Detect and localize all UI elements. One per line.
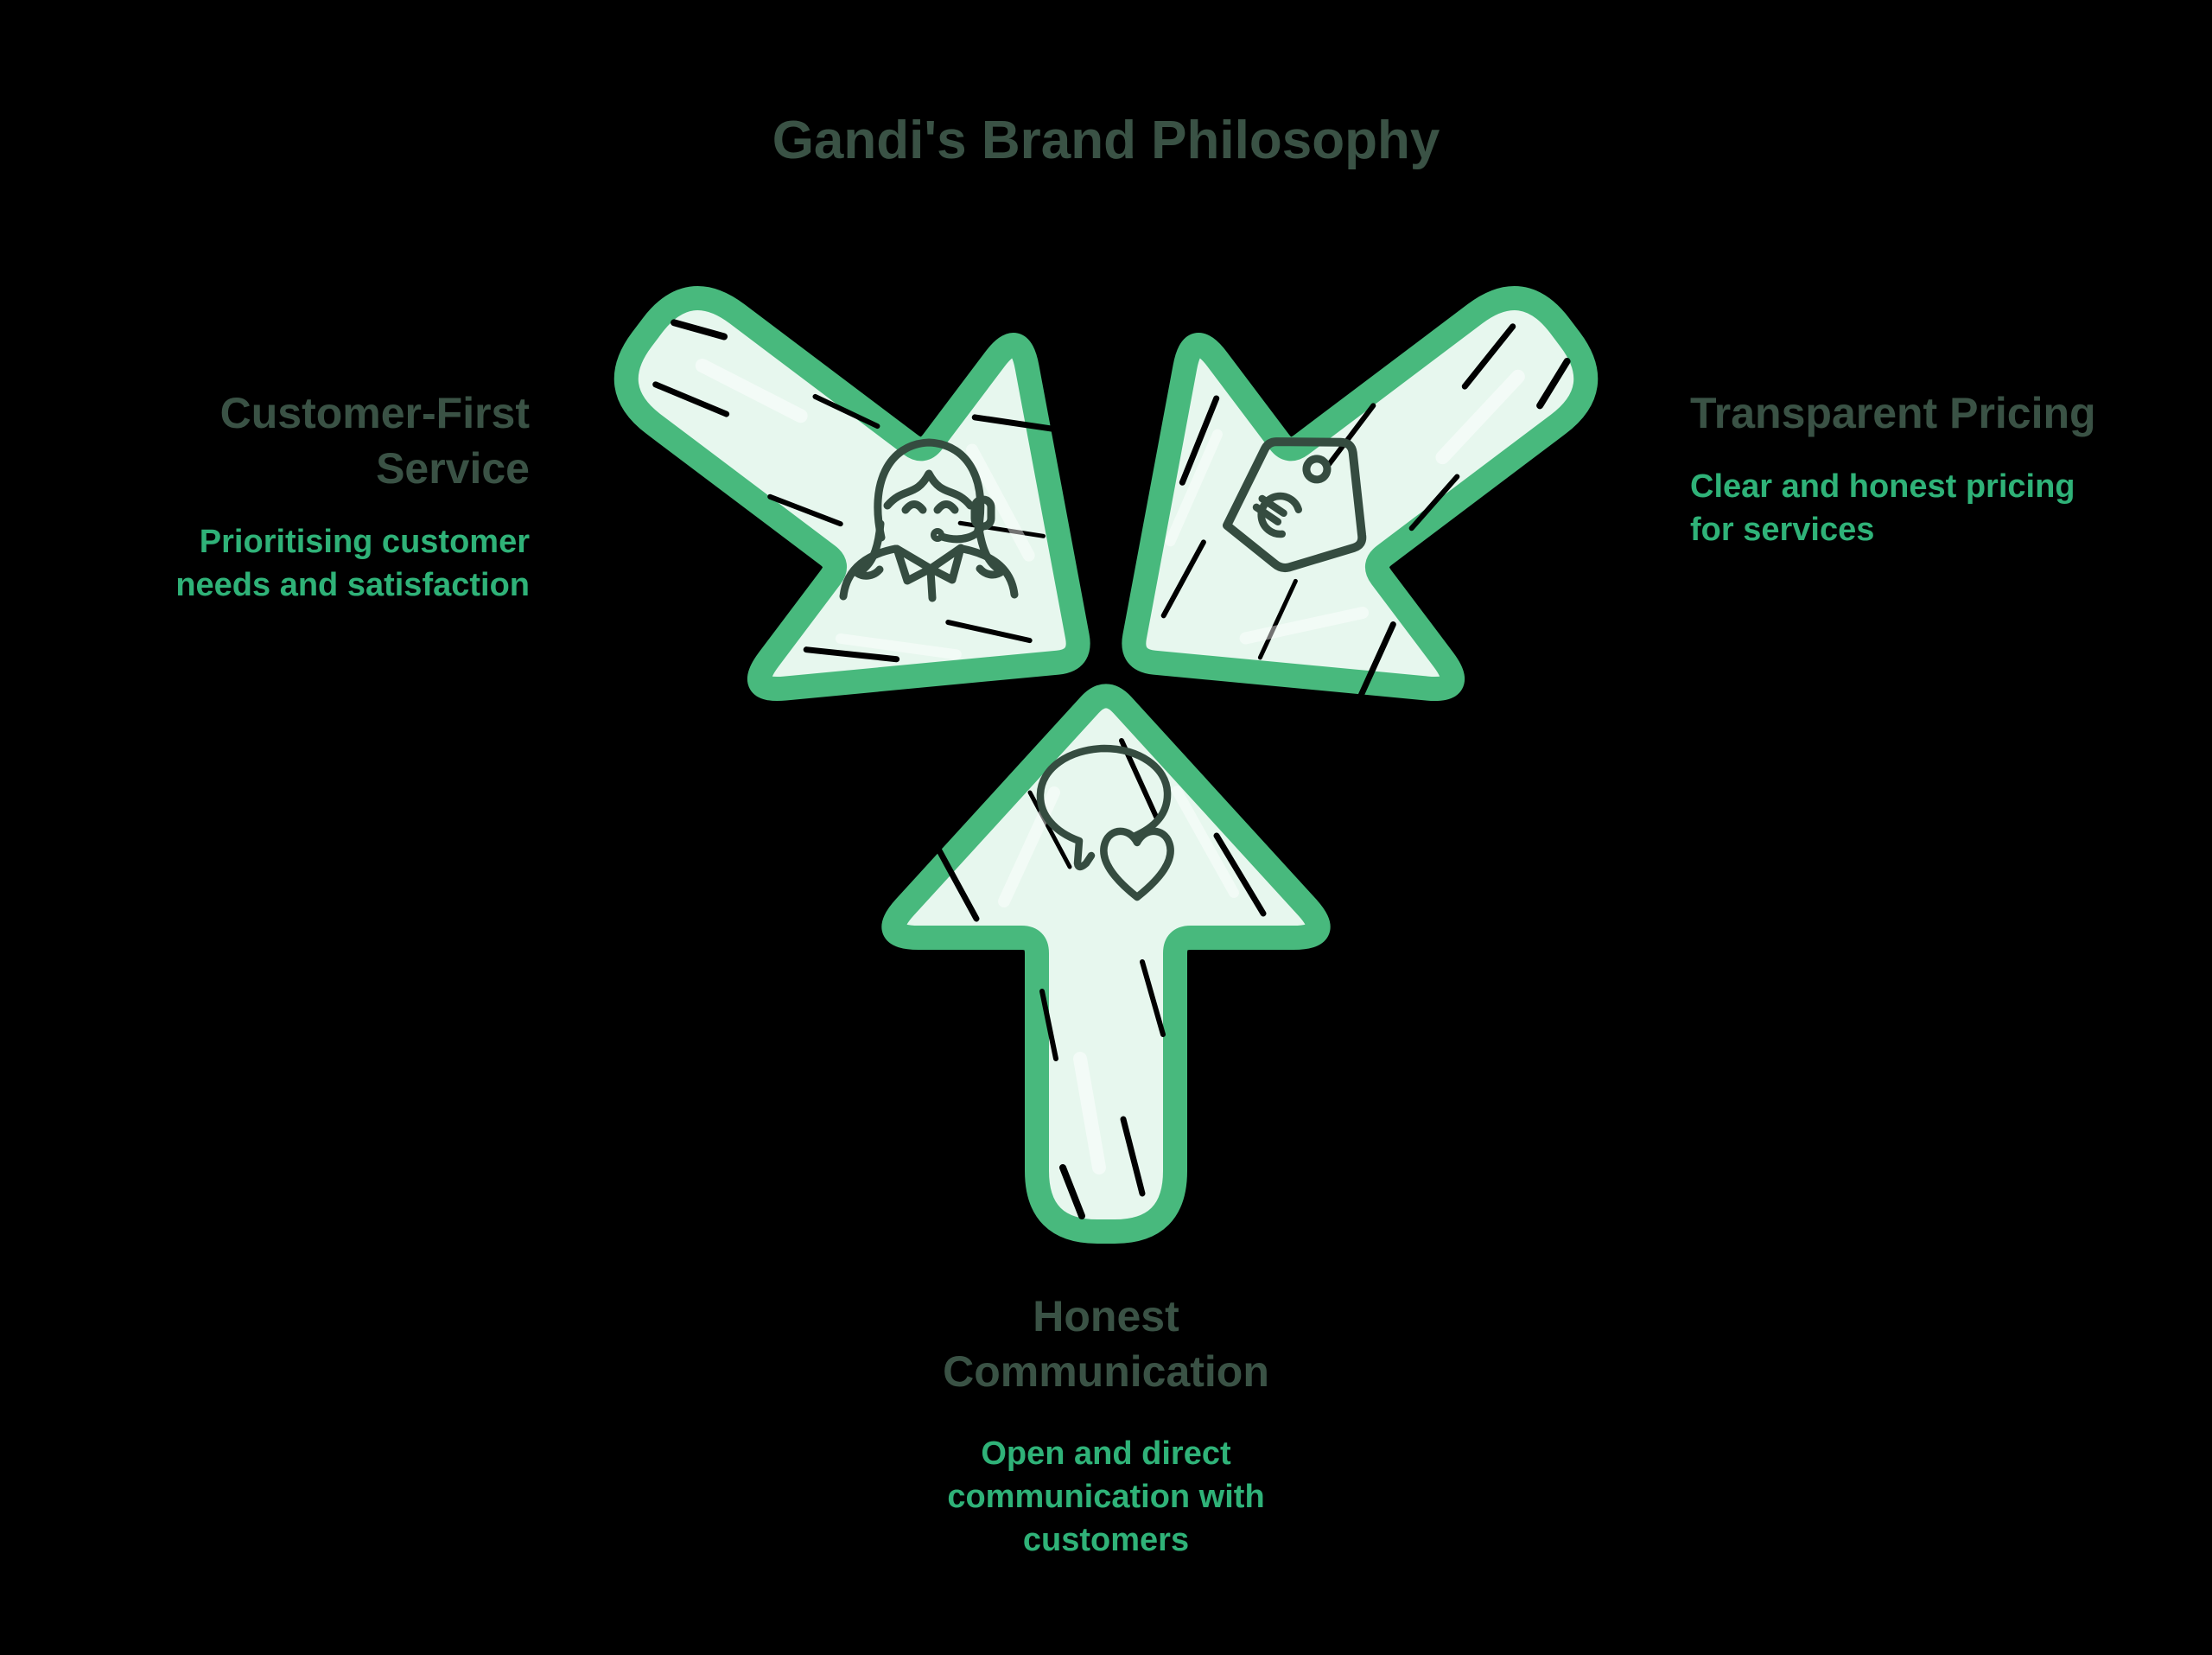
section-heading: Honest Communication (943, 1292, 1269, 1396)
section-description: Clear and honest pricing for services (1690, 468, 2075, 548)
section-customer-first-service: Customer-First Service Prioritising cust… (141, 385, 530, 607)
section-transparent-pricing: Transparent Pricing Clear and honest pri… (1690, 385, 2096, 551)
section-honest-communication: Honest Communication Open and direct com… (899, 1289, 1313, 1562)
section-description: Prioritising customer needs and satisfac… (175, 524, 530, 603)
currency-symbol (1252, 492, 1303, 538)
price-tag-icon (1223, 437, 1367, 573)
support-agent-icon (839, 438, 1019, 602)
arrow-honest-communication (893, 696, 1318, 1232)
section-description: Open and direct communication with custo… (947, 1435, 1265, 1558)
section-heading: Customer-First Service (219, 389, 530, 493)
chat-heart-icon (1036, 744, 1174, 901)
section-heading: Transparent Pricing (1690, 389, 2096, 437)
page-title: Gandi's Brand Philosophy (772, 111, 1440, 170)
